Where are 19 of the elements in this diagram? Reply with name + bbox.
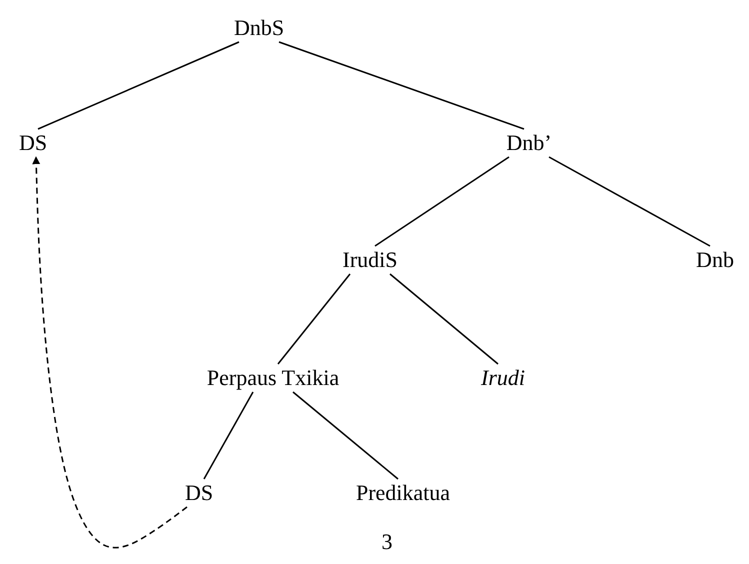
tree-node-label: Dnb xyxy=(696,248,734,272)
tree-branch-line xyxy=(374,156,510,247)
tree-branch-line xyxy=(390,273,498,365)
tree-node-label: IrudiS xyxy=(342,248,398,272)
tree-node-label: DS xyxy=(184,481,214,505)
tree-node-label: Predikatua xyxy=(356,481,450,505)
dashed-arrow xyxy=(32,156,188,548)
tree-node-label: Perpaus Txikia xyxy=(206,366,340,390)
tree-node-label: DS xyxy=(18,131,48,155)
tree-branch-line xyxy=(38,41,240,130)
tree-node-label: Dnb’ xyxy=(506,131,552,155)
page-number: 3 xyxy=(382,530,392,554)
tree-branch-line xyxy=(292,391,398,480)
tree-node-label: DnbS xyxy=(234,16,284,40)
tree-branch-line xyxy=(548,156,710,247)
tree-branch-line xyxy=(278,41,524,130)
tree-node-label: Irudi xyxy=(481,366,525,390)
tree-branch-line xyxy=(277,274,351,364)
tree-branch-line xyxy=(203,392,254,480)
